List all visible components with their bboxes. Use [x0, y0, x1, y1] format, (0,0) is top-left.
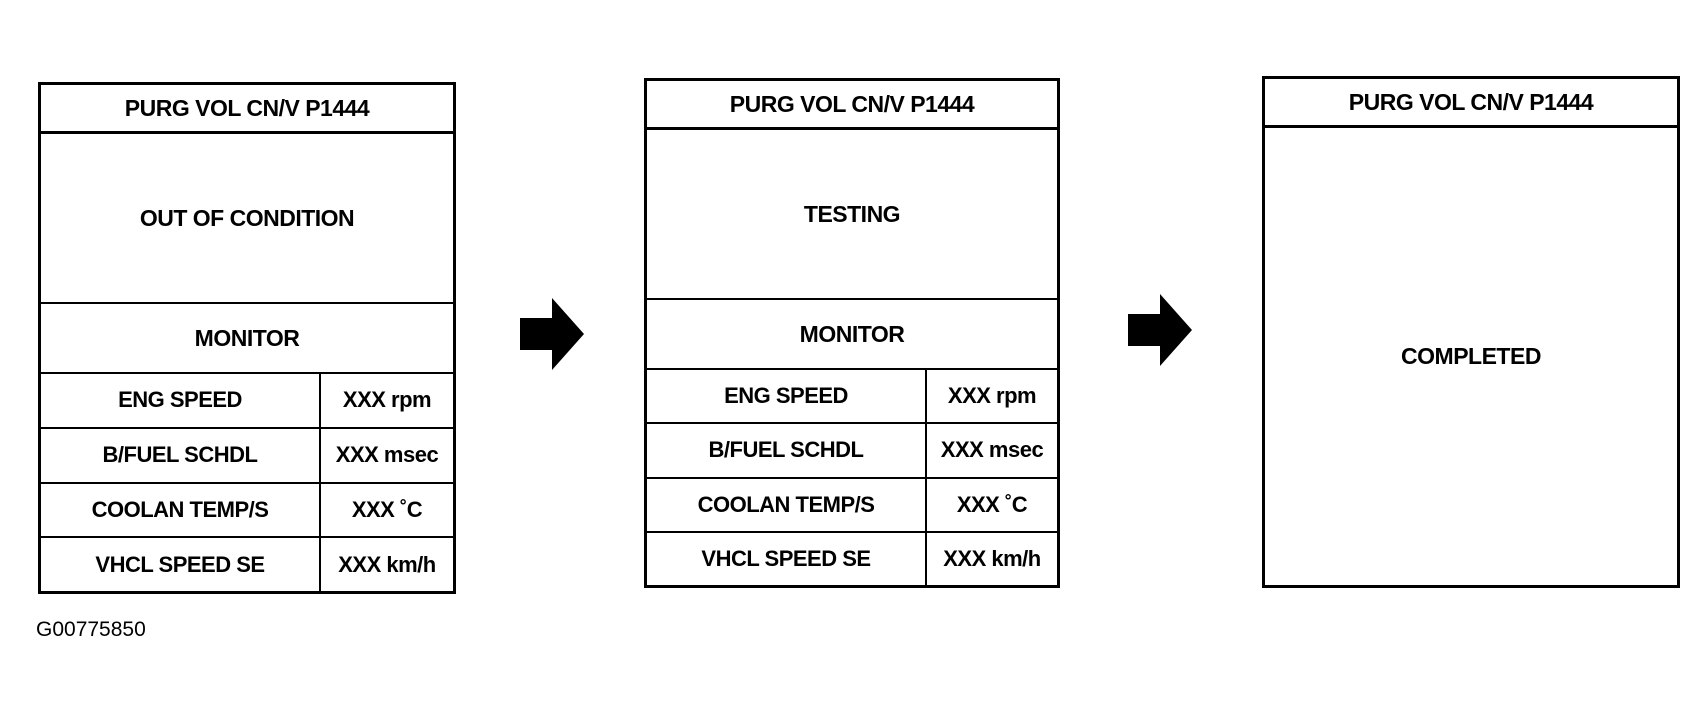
row-label: ENG SPEED — [41, 374, 321, 427]
row-label: COOLAN TEMP/S — [41, 483, 321, 537]
monitor-table: ENG SPEED XXX rpm B/FUEL SCHDL XXX msec … — [41, 374, 453, 591]
row-value: XXX rpm — [947, 383, 1037, 409]
status-text: TESTING — [647, 130, 1057, 300]
table-row: COOLAN TEMP/S XXX ˚C — [647, 478, 1057, 533]
row-label: B/FUEL SCHDL — [647, 424, 927, 477]
table-row: VHCL SPEED SE XXX km/h — [41, 538, 453, 591]
screen-completed: PURG VOL CN/V P1444 COMPLETED — [1262, 76, 1680, 588]
table-row: VHCL SPEED SE XXX km/h — [647, 532, 1057, 585]
table-row: B/FUEL SCHDL XXX msec — [41, 428, 453, 484]
monitor-title: MONITOR — [41, 304, 453, 374]
screen-header: PURG VOL CN/V P1444 — [1265, 79, 1677, 128]
row-label: COOLAN TEMP/S — [647, 478, 927, 531]
row-value: XXX ˚C — [351, 496, 423, 522]
monitor-table: ENG SPEED XXX rpm B/FUEL SCHDL XXX msec … — [647, 370, 1057, 585]
row-value: XXX km/h — [943, 545, 1041, 571]
row-value: XXX ˚C — [956, 491, 1028, 517]
screen-out-of-condition: PURG VOL CN/V P1444 OUT OF CONDITION MON… — [38, 82, 456, 594]
row-label: VHCL SPEED SE — [41, 538, 321, 591]
row-value: XXX msec — [940, 437, 1044, 463]
right-arrow-icon — [520, 298, 584, 370]
table-row: COOLAN TEMP/S XXX ˚C — [41, 483, 453, 539]
row-label: ENG SPEED — [647, 370, 927, 423]
table-row: ENG SPEED XXX rpm — [41, 374, 453, 429]
row-value: XXX km/h — [338, 551, 436, 577]
screen-header: PURG VOL CN/V P1444 — [41, 85, 453, 134]
status-text: OUT OF CONDITION — [41, 134, 453, 304]
screen-header: PURG VOL CN/V P1444 — [647, 81, 1057, 130]
table-row: ENG SPEED XXX rpm — [647, 370, 1057, 425]
monitor-title: MONITOR — [647, 300, 1057, 370]
row-label: B/FUEL SCHDL — [41, 428, 321, 482]
right-arrow-icon — [1128, 294, 1192, 366]
row-value: XXX msec — [335, 442, 439, 468]
table-row: B/FUEL SCHDL XXX msec — [647, 424, 1057, 479]
row-value: XXX rpm — [342, 387, 432, 413]
screen-testing: PURG VOL CN/V P1444 TESTING MONITOR ENG … — [644, 78, 1060, 588]
row-label: VHCL SPEED SE — [647, 532, 927, 585]
status-text: COMPLETED — [1401, 343, 1541, 369]
figure-code: G00775850 — [36, 618, 146, 641]
